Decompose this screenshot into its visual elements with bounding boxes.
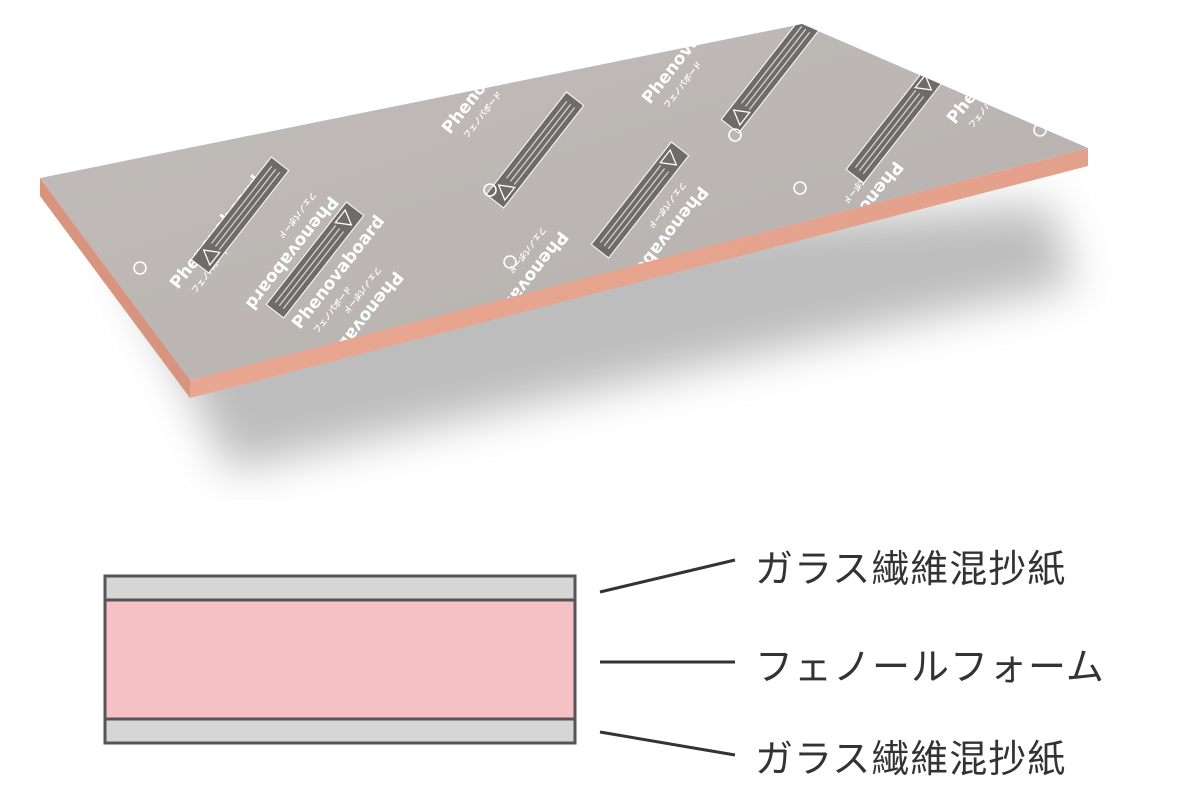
mascot-icon bbox=[503, 255, 517, 269]
board-edge-left bbox=[40, 178, 190, 398]
mascot-icon bbox=[483, 183, 497, 197]
warning-triangle-icon bbox=[732, 109, 751, 127]
bottom-paper-leader bbox=[599, 730, 736, 757]
board-label-box bbox=[720, 24, 820, 134]
board-label-box bbox=[845, 66, 945, 184]
mascot-icon bbox=[133, 261, 147, 275]
warning-triangle-icon bbox=[202, 249, 221, 267]
foam-core-label: フェノールフォーム bbox=[755, 645, 1105, 689]
board-label-box bbox=[265, 201, 365, 319]
warning-triangle-icon bbox=[659, 148, 678, 166]
bottom-paper-label: ガラス繊維混抄紙 bbox=[755, 737, 1067, 781]
bottom-paper-layer bbox=[103, 717, 577, 745]
warning-triangle-icon bbox=[334, 208, 353, 226]
board-label-box bbox=[190, 156, 290, 274]
foam-core-layer bbox=[103, 598, 577, 721]
top-paper-layer bbox=[103, 574, 577, 602]
warning-triangle-icon bbox=[914, 73, 933, 91]
phenovaboard-illustration: PhenovaboardフェノバボードPhenovaboardフェノバボードPh… bbox=[40, 24, 1088, 470]
mascot-icon bbox=[793, 181, 807, 195]
top-paper-label: ガラス繊維混抄紙 bbox=[755, 547, 1067, 591]
warning-triangle-icon bbox=[497, 184, 516, 202]
board-edge-front bbox=[190, 148, 1088, 398]
board-label-box bbox=[590, 141, 690, 259]
mascot-icon bbox=[728, 128, 742, 142]
top-paper-leader bbox=[599, 558, 736, 594]
board-label-box bbox=[485, 91, 585, 209]
